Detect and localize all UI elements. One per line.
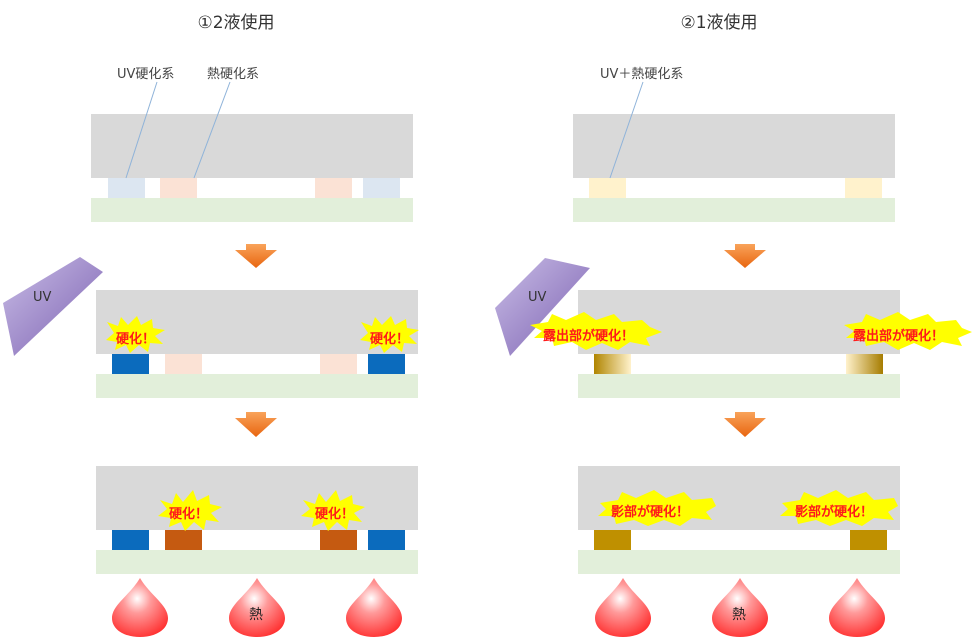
substrate bbox=[573, 198, 895, 222]
substrate bbox=[96, 374, 418, 398]
label-heat-curing: 熱硬化系 bbox=[207, 67, 260, 82]
heat-adhesive-uncured bbox=[320, 354, 357, 374]
leader-line bbox=[193, 81, 231, 179]
substrate bbox=[578, 374, 900, 398]
heat-adhesive-uncured bbox=[315, 178, 352, 198]
burst-text-shadow-cured: 影部が硬化！ bbox=[611, 505, 690, 520]
heat-drop bbox=[112, 578, 168, 637]
glass-plate bbox=[573, 114, 895, 178]
down-arrow bbox=[724, 412, 766, 437]
uv-light-wedge bbox=[495, 258, 590, 356]
heat-adhesive-uncured bbox=[160, 178, 197, 198]
uv-light-wedge bbox=[3, 257, 103, 356]
burst-text-exposed-cured: 露出部が硬化！ bbox=[853, 329, 945, 344]
mixed-adhesive-partially-cured bbox=[846, 354, 883, 374]
heat-adhesive-cured bbox=[165, 530, 202, 550]
burst-text-exposed-cured: 露出部が硬化！ bbox=[543, 329, 635, 344]
cure-burst bbox=[360, 316, 419, 353]
leader-line bbox=[609, 81, 644, 179]
heat-drop bbox=[229, 578, 285, 637]
heat-drop bbox=[595, 578, 651, 637]
heat-label: 熱 bbox=[249, 607, 263, 623]
down-arrow bbox=[235, 244, 277, 268]
heat-drop bbox=[829, 578, 885, 637]
uv-label: UV bbox=[528, 290, 547, 305]
heat-drop bbox=[712, 578, 768, 637]
uv-adhesive-cured bbox=[368, 530, 405, 550]
left-title: ①2液使用 bbox=[197, 13, 275, 33]
heat-adhesive-uncured bbox=[165, 354, 202, 374]
substrate bbox=[91, 198, 413, 222]
burst-text-cured: 硬化！ bbox=[370, 332, 410, 347]
uv-adhesive-cured bbox=[112, 354, 149, 374]
cure-burst bbox=[158, 490, 222, 531]
down-arrow bbox=[235, 412, 277, 437]
mixed-adhesive-cured bbox=[594, 530, 631, 550]
mixed-adhesive-partially-cured bbox=[594, 354, 631, 374]
mixed-adhesive-uncured bbox=[845, 178, 882, 198]
burst-text-cured: 硬化！ bbox=[116, 332, 156, 347]
uv-adhesive-uncured bbox=[108, 178, 145, 198]
substrate bbox=[578, 550, 900, 574]
cure-burst bbox=[530, 312, 662, 350]
glass-plate bbox=[96, 466, 418, 530]
leader-line bbox=[125, 81, 158, 179]
heat-adhesive-cured bbox=[320, 530, 357, 550]
substrate bbox=[96, 550, 418, 574]
label-uv-heat-curing: UV＋熱硬化系 bbox=[600, 67, 684, 82]
heat-drop bbox=[346, 578, 402, 637]
cure-burst bbox=[598, 490, 716, 526]
burst-text-cured: 硬化！ bbox=[169, 507, 209, 522]
cure-burst bbox=[780, 490, 898, 526]
heat-label: 熱 bbox=[732, 607, 746, 623]
mixed-adhesive-uncured bbox=[589, 178, 626, 198]
uv-adhesive-cured bbox=[368, 354, 405, 374]
right-title: ②1液使用 bbox=[680, 13, 758, 33]
uv-label: UV bbox=[33, 290, 52, 305]
cure-burst bbox=[844, 312, 972, 350]
cure-burst bbox=[301, 490, 365, 531]
burst-text-shadow-cured: 影部が硬化！ bbox=[795, 505, 874, 520]
cure-burst bbox=[106, 316, 165, 353]
uv-adhesive-cured bbox=[112, 530, 149, 550]
down-arrow bbox=[724, 244, 766, 268]
burst-text-cured: 硬化！ bbox=[315, 507, 355, 522]
label-uv-curing: UV硬化系 bbox=[117, 67, 175, 82]
mixed-adhesive-cured bbox=[850, 530, 887, 550]
glass-plate bbox=[91, 114, 413, 178]
uv-adhesive-uncured bbox=[363, 178, 400, 198]
